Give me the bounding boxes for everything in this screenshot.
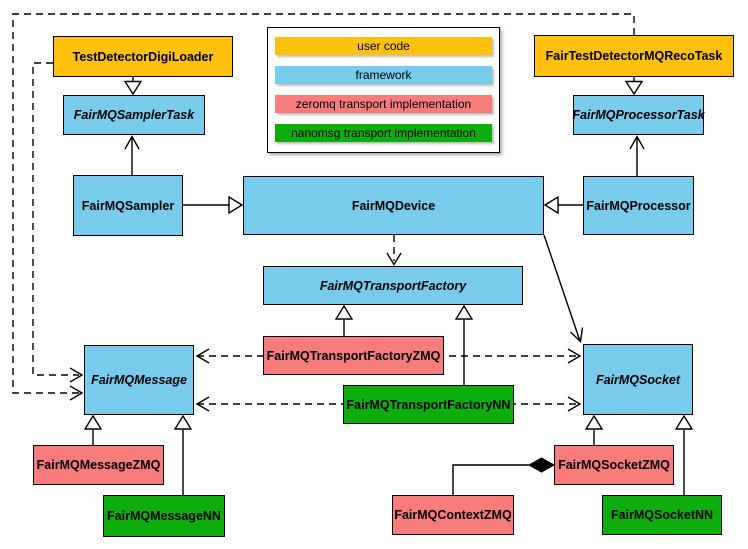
edge-inheritance-messagenn-message — [173, 414, 193, 495]
class-box-fairmqmessagenn: FairMQMessageNN — [103, 495, 225, 537]
edge-inheritance-digiloader-samplertask — [123, 77, 143, 96]
legend-item-zeromq: zeromq transport implementation — [275, 95, 492, 113]
edge-association-device-socket — [543, 234, 584, 343]
class-box-fairmqcontextzmq: FairMQContextZMQ — [392, 495, 514, 535]
legend-item-user-code: user code — [275, 37, 492, 55]
edge-association-processor-processortask — [629, 135, 645, 176]
edge-inheritance-processor-device — [543, 195, 583, 215]
class-box-fairmqdevice: FairMQDevice — [243, 176, 544, 235]
class-box-fairmqsamplertask: FairMQSamplerTask — [63, 95, 205, 135]
class-box-fairmqmessagezmq: FairMQMessageZMQ — [33, 445, 164, 485]
edge-inheritance-factorynn-factory — [454, 304, 474, 385]
class-box-fairmqmessage: FairMQMessage — [84, 345, 194, 415]
class-box-fairmqtransportfactorynn: FairMQTransportFactoryNN — [343, 385, 514, 424]
edge-composition-socketzmq-contextzmq — [452, 457, 556, 495]
legend: user code framework zeromq transport imp… — [267, 27, 500, 153]
class-box-fairmqprocessortask: FairMQProcessorTask — [572, 95, 705, 135]
edge-dependency-factorynn-message-socket — [195, 396, 582, 412]
class-box-fairtestdetectormqrecotask: FairTestDetectorMQRecoTask — [534, 35, 734, 77]
legend-item-framework: framework — [275, 66, 492, 84]
edge-dependency-device-transportfactory — [386, 235, 402, 266]
edge-inheritance-factoryzmq-factory — [334, 304, 354, 336]
class-box-fairmqsocketnn: FairMQSocketNN — [602, 495, 722, 535]
class-box-fairmqtransportfactory: FairMQTransportFactory — [263, 266, 523, 305]
edge-dependency-recotask-message — [12, 13, 635, 401]
class-box-fairmqsocket: FairMQSocket — [583, 344, 693, 415]
edge-inheritance-sampler-device — [183, 195, 244, 215]
class-box-fairmqprocessor: FairMQProcessor — [583, 176, 694, 235]
edge-inheritance-socketzmq-socket — [584, 414, 604, 445]
edge-inheritance-recotask-processortask — [624, 77, 644, 96]
edge-dependency-digiloader-message — [32, 62, 84, 383]
edge-association-sampler-samplertask — [124, 135, 140, 175]
class-box-fairmqtransportfactoryzmq: FairMQTransportFactoryZMQ — [263, 336, 444, 375]
class-box-testdetectordigiloader: TestDetectorDigiLoader — [53, 36, 233, 77]
legend-item-nanomsg: nanomsg transport implementation — [275, 124, 492, 142]
edge-inheritance-messagezmq-message — [83, 414, 103, 445]
class-box-fairmqsampler: FairMQSampler — [73, 175, 183, 236]
edge-dependency-factoryzmq-message-socket — [195, 348, 582, 364]
edge-inheritance-socketnn-socket — [674, 414, 694, 495]
class-box-fairmqsocketzmq: FairMQSocketZMQ — [554, 445, 674, 485]
